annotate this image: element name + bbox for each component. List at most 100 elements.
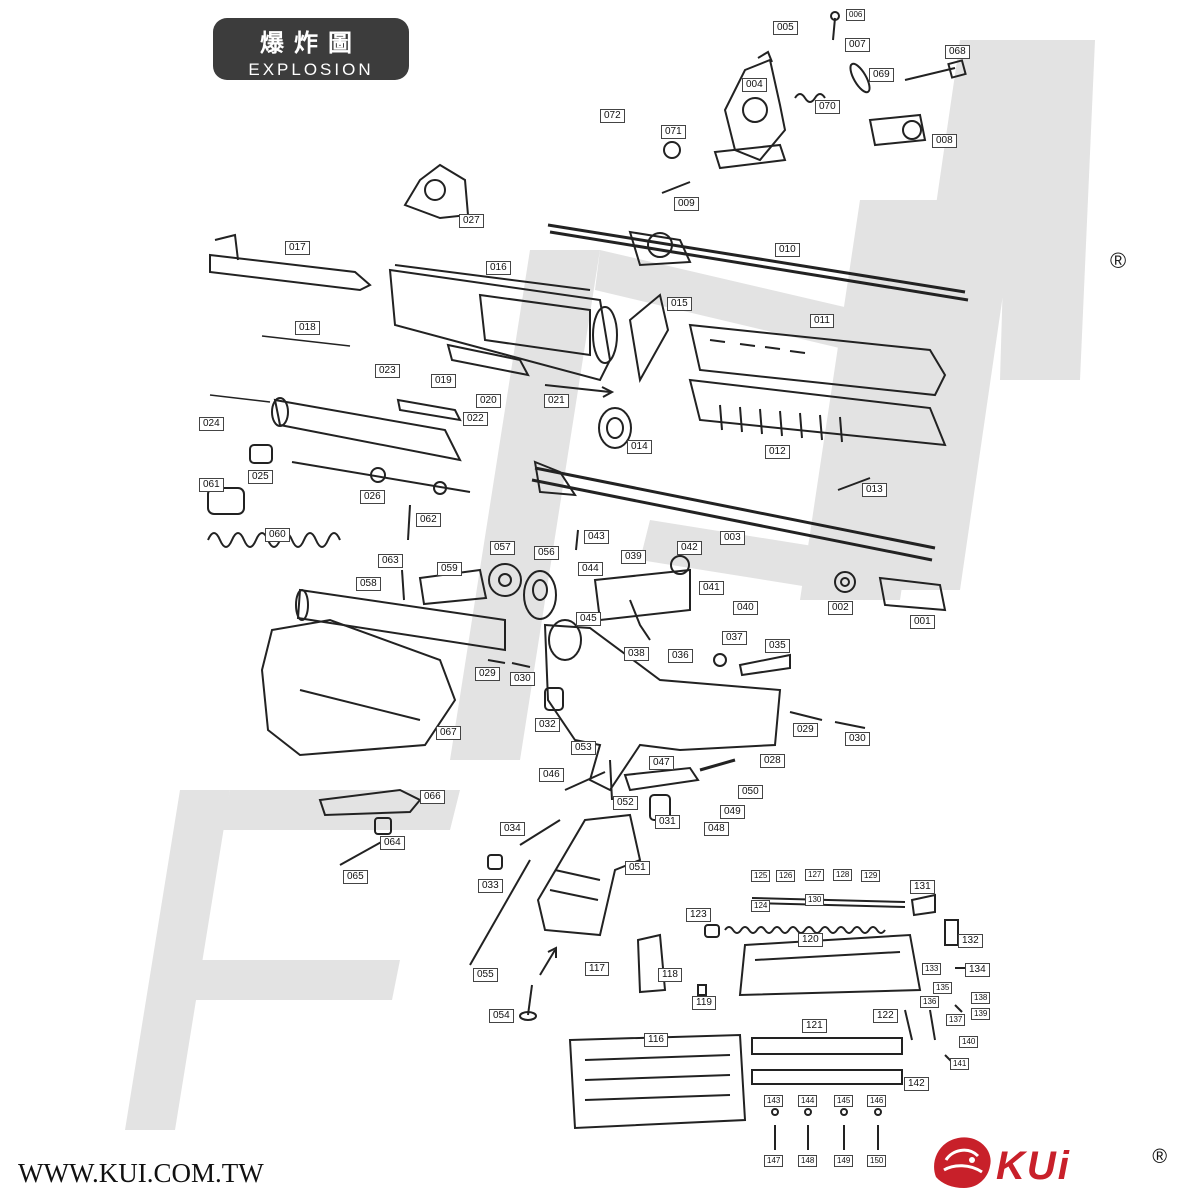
part-label: 122 [873,1009,898,1023]
part-label: 029 [475,667,500,681]
part-label: 005 [773,21,798,35]
part-label: 021 [544,394,569,408]
part-label: 018 [295,321,320,335]
part-label: 058 [356,577,381,591]
part-label: 145 [834,1095,854,1107]
registered-mark: ® [1110,248,1127,273]
part-label: 135 [933,982,953,994]
part-label: 017 [285,241,310,255]
part-label: 011 [810,314,834,328]
part-label: 124 [751,900,771,912]
title-english: EXPLOSION [248,60,374,79]
part-label: 055 [473,968,498,982]
brand-name: KUi [996,1144,1071,1188]
part-label: 065 [343,870,368,884]
part-label: 032 [535,718,560,732]
part-label: 020 [476,394,501,408]
part-label: 144 [798,1095,818,1107]
part-label: 031 [655,815,680,829]
part-label: 134 [965,963,990,977]
part-label: 060 [265,528,290,542]
part-label: 047 [649,756,674,770]
part-label: 148 [798,1155,818,1167]
part-label: 118 [658,968,682,982]
part-label: 142 [904,1077,929,1091]
part-label: 042 [677,541,702,555]
part-label: 051 [625,861,650,875]
part-label: 035 [765,639,790,653]
part-label: 053 [571,741,596,755]
part-label: 126 [776,870,796,882]
part-label: 027 [459,214,484,228]
part-label: 133 [922,963,942,975]
part-label: 130 [805,894,825,906]
part-label: 052 [613,796,638,810]
part-label-duplicate: 029 [793,723,818,737]
part-label: 128 [833,869,853,881]
part-label: 016 [486,261,511,275]
part-label: 149 [834,1155,854,1167]
part-label: 062 [416,513,441,527]
part-label: 036 [668,649,693,663]
title-chinese: 爆炸圖 [260,29,362,57]
part-label: 050 [738,785,763,799]
part-label: 045 [576,612,601,626]
part-label: 023 [375,364,400,378]
part-label: 129 [861,870,881,882]
part-label: 038 [624,647,649,661]
part-label: 063 [378,554,403,568]
part-label: 056 [534,546,559,560]
part-label: 067 [436,726,461,740]
part-label: 059 [437,562,462,576]
part-label: 026 [360,490,385,504]
part-label: 138 [971,992,991,1004]
part-label: 136 [920,996,940,1008]
part-label: 024 [199,417,224,431]
part-label: 041 [699,581,724,595]
part-label: 066 [420,790,445,804]
part-label: 064 [380,836,405,850]
lion-head-icon [934,1137,991,1188]
part-label: 150 [867,1155,887,1167]
part-label: 049 [720,805,745,819]
part-label: 002 [828,601,853,615]
kui-logo: KUi ® [928,1132,1178,1192]
part-label: 140 [959,1036,979,1048]
part-label: 127 [805,869,825,881]
part-label: 043 [584,530,609,544]
part-label: 012 [765,445,790,459]
part-label: 013 [862,483,887,497]
part-label: 125 [751,870,771,882]
part-label: 069 [869,68,894,82]
part-label: 146 [867,1095,887,1107]
part-label: 033 [478,879,503,893]
part-label: 044 [578,562,603,576]
part-label: 117 [585,962,609,976]
part-label: 139 [971,1008,991,1020]
part-label: 072 [600,109,625,123]
part-label: 070 [815,100,840,114]
part-label: 009 [674,197,699,211]
part-label: 116 [644,1033,668,1047]
part-label: 141 [950,1058,970,1070]
part-label: 131 [910,880,935,894]
part-label: 007 [845,38,870,52]
part-label: 022 [463,412,488,426]
part-label: 004 [742,78,767,92]
part-label: 121 [802,1019,827,1033]
part-label: 120 [798,933,823,947]
part-label: 006 [846,9,866,21]
part-label-duplicate: 030 [845,732,870,746]
explosion-title-badge: 爆炸圖 EXPLOSION [213,18,409,80]
part-label: 119 [692,996,716,1010]
part-label: 147 [764,1155,784,1167]
part-label: 014 [627,440,652,454]
part-label: 003 [720,531,745,545]
part-label: 025 [248,470,273,484]
part-label: 028 [760,754,785,768]
part-label: 040 [733,601,758,615]
part-label: 037 [722,631,747,645]
part-label: 015 [667,297,692,311]
